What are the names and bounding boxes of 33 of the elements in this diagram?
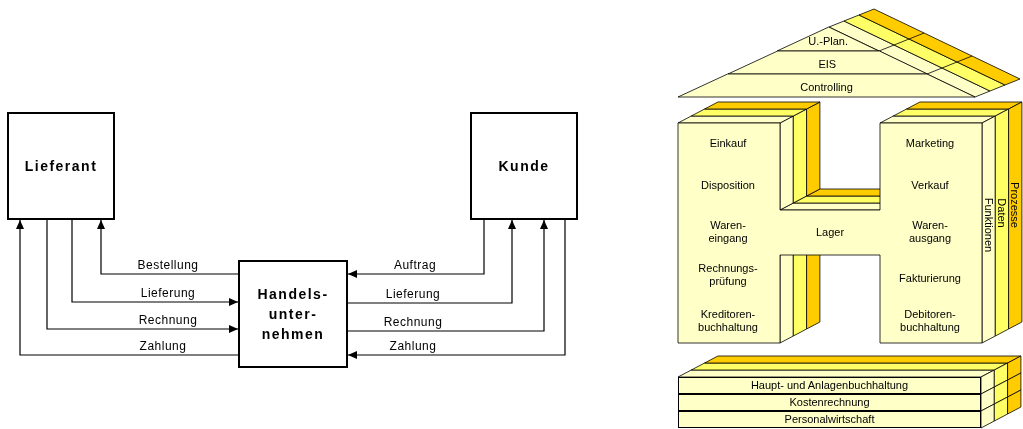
side-label: Funktionen bbox=[982, 197, 995, 253]
arrow bbox=[46, 219, 239, 333]
side-label: Daten bbox=[996, 198, 1008, 228]
function-label: Verkauf bbox=[910, 178, 950, 192]
roof-band: Controlling bbox=[678, 74, 975, 97]
function-label: Rechnungs- prüfung bbox=[697, 262, 759, 288]
arrow bbox=[347, 219, 485, 278]
side-label: Prozesse bbox=[1009, 182, 1022, 228]
function-label: Waren- ausgang bbox=[907, 219, 953, 245]
edge-label: Rechnung bbox=[136, 314, 200, 327]
roof-band: EIS bbox=[727, 51, 927, 74]
edge-label: Zahlung bbox=[137, 340, 189, 353]
function-label: Lager bbox=[814, 225, 846, 239]
arrow bbox=[347, 219, 566, 359]
arrow bbox=[71, 219, 239, 306]
roof-band: U.-Plan. bbox=[777, 27, 880, 51]
entity-box: Handels- unter- nehmen bbox=[238, 260, 348, 368]
function-label: Einkauf bbox=[708, 136, 748, 150]
function-label: Disposition bbox=[700, 178, 756, 192]
edge-label: Zahlung bbox=[387, 340, 439, 353]
entity-box: Lieferant bbox=[7, 112, 115, 220]
function-label: Debitoren- buchhaltung bbox=[899, 308, 961, 334]
entity-box: Kunde bbox=[470, 112, 578, 220]
function-label: Fakturierung bbox=[898, 271, 962, 285]
arrow bbox=[97, 219, 239, 275]
arrow bbox=[347, 219, 516, 304]
edge-label: Bestellung bbox=[135, 259, 201, 272]
edge-label: Rechnung bbox=[381, 316, 445, 329]
function-label: Waren- eingang bbox=[707, 219, 749, 245]
arrow bbox=[347, 219, 548, 332]
arrow bbox=[16, 219, 239, 356]
function-label: Kreditoren- buchhaltung bbox=[697, 308, 759, 334]
function-label: Marketing bbox=[904, 136, 956, 150]
